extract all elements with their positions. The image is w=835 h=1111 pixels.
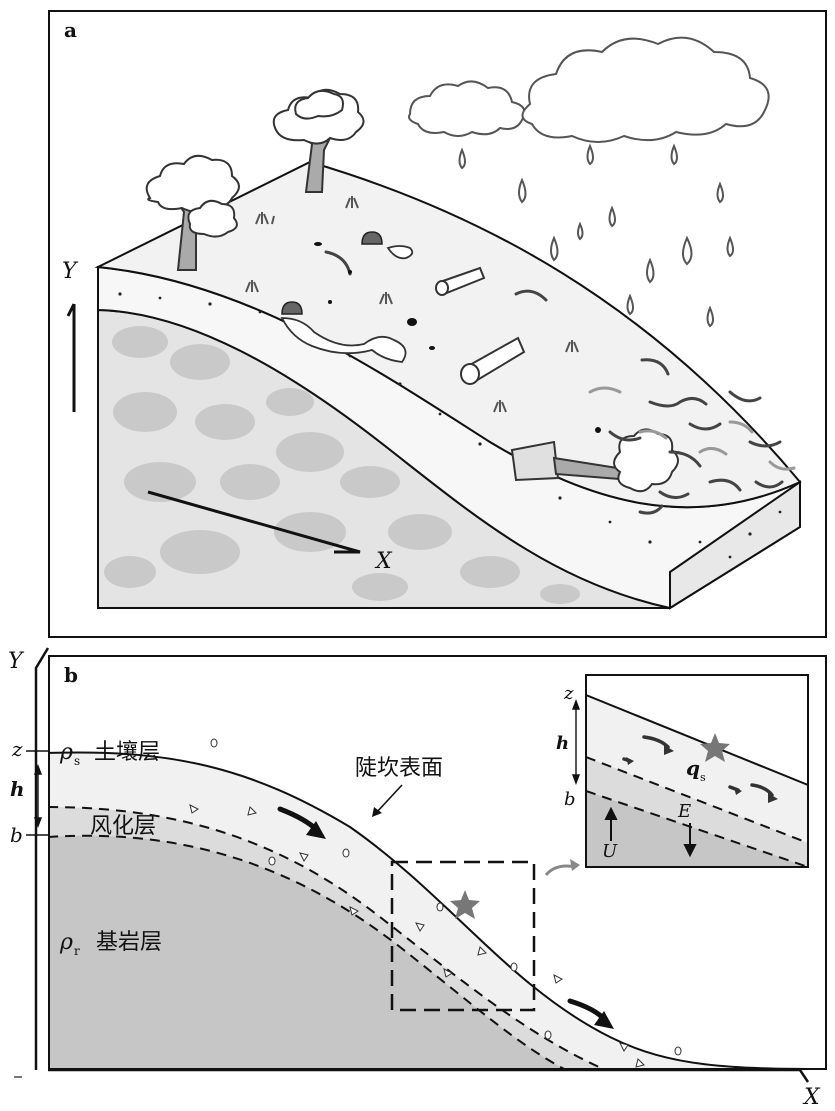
surface-line bbox=[50, 751, 825, 1068]
panel-b-y-axis bbox=[34, 647, 50, 1070]
soil-layer-label: 土壤层 bbox=[94, 740, 160, 765]
panel-b: b bbox=[48, 655, 827, 1070]
inset-h-label: h bbox=[556, 733, 569, 754]
inset-flux-symbol: q bbox=[686, 756, 700, 780]
soil-grains bbox=[118, 292, 782, 559]
tree-left bbox=[145, 154, 240, 271]
burrow-tunnel bbox=[280, 245, 414, 363]
hillslope-block-diagram: Y X bbox=[62, 36, 802, 610]
raindrops bbox=[458, 143, 734, 344]
inset-flux-subscript: s bbox=[700, 771, 706, 784]
light-roots bbox=[588, 386, 796, 471]
panel-a: a bbox=[48, 10, 827, 638]
surface-label: 陡坎表面 bbox=[355, 756, 443, 781]
axis-y-label: Y bbox=[62, 259, 79, 284]
axis-y bbox=[66, 303, 76, 412]
weathered-layer-label: 风化层 bbox=[90, 814, 156, 839]
cobbles bbox=[104, 326, 580, 604]
zoom-box bbox=[390, 860, 536, 1012]
inset-e-label: E bbox=[677, 801, 691, 822]
axis-x-label: X bbox=[374, 549, 393, 574]
panel-b-axis-y-label: Y bbox=[8, 649, 25, 674]
arrowhead-1 bbox=[306, 821, 326, 839]
soil-base-label: b bbox=[10, 823, 23, 847]
right-face bbox=[669, 480, 801, 610]
soil-density-symbol: ρ bbox=[59, 740, 73, 765]
panel-a-letter: a bbox=[64, 18, 77, 42]
tree-right bbox=[272, 88, 365, 193]
grass-tufts bbox=[245, 196, 579, 413]
surface-elevation-label: z bbox=[11, 737, 23, 761]
small-cloud bbox=[408, 80, 526, 137]
arrowhead-2 bbox=[594, 1011, 614, 1029]
inset-z-label: z bbox=[563, 683, 574, 704]
soil-thickness-label: h bbox=[10, 777, 25, 801]
inset-star bbox=[700, 733, 730, 762]
panel-b-x-axis bbox=[48, 1068, 810, 1083]
panel-b-axis-x-label: X bbox=[802, 1085, 821, 1110]
surface-callout-arrow bbox=[375, 784, 403, 814]
inset-b-label: b bbox=[564, 789, 576, 810]
inset-zoom bbox=[571, 674, 809, 868]
inset-u-label: U bbox=[602, 841, 618, 862]
soil-density-subscript: s bbox=[74, 754, 80, 768]
figure-mark bbox=[14, 1076, 22, 1078]
panel-b-letter: b bbox=[64, 663, 78, 687]
mounds bbox=[281, 231, 383, 315]
logs bbox=[435, 266, 526, 385]
bedrock-density-symbol: ρ bbox=[59, 930, 73, 955]
axis-x bbox=[147, 490, 361, 554]
bedrock-layer-label: 基岩层 bbox=[96, 930, 162, 955]
soil-weathered-boundary bbox=[50, 806, 604, 1068]
large-cloud bbox=[521, 36, 770, 143]
black-clasts bbox=[314, 242, 601, 433]
sample-star bbox=[450, 890, 480, 919]
soil-clasts bbox=[189, 738, 682, 1068]
root-fragments bbox=[324, 250, 784, 515]
bedrock-density-subscript: r bbox=[74, 944, 80, 958]
hillslope-profile: 陡坎表面 ρ s 土壤层 风化层 ρ r 基岩层 z h b q s E U bbox=[50, 674, 825, 1068]
